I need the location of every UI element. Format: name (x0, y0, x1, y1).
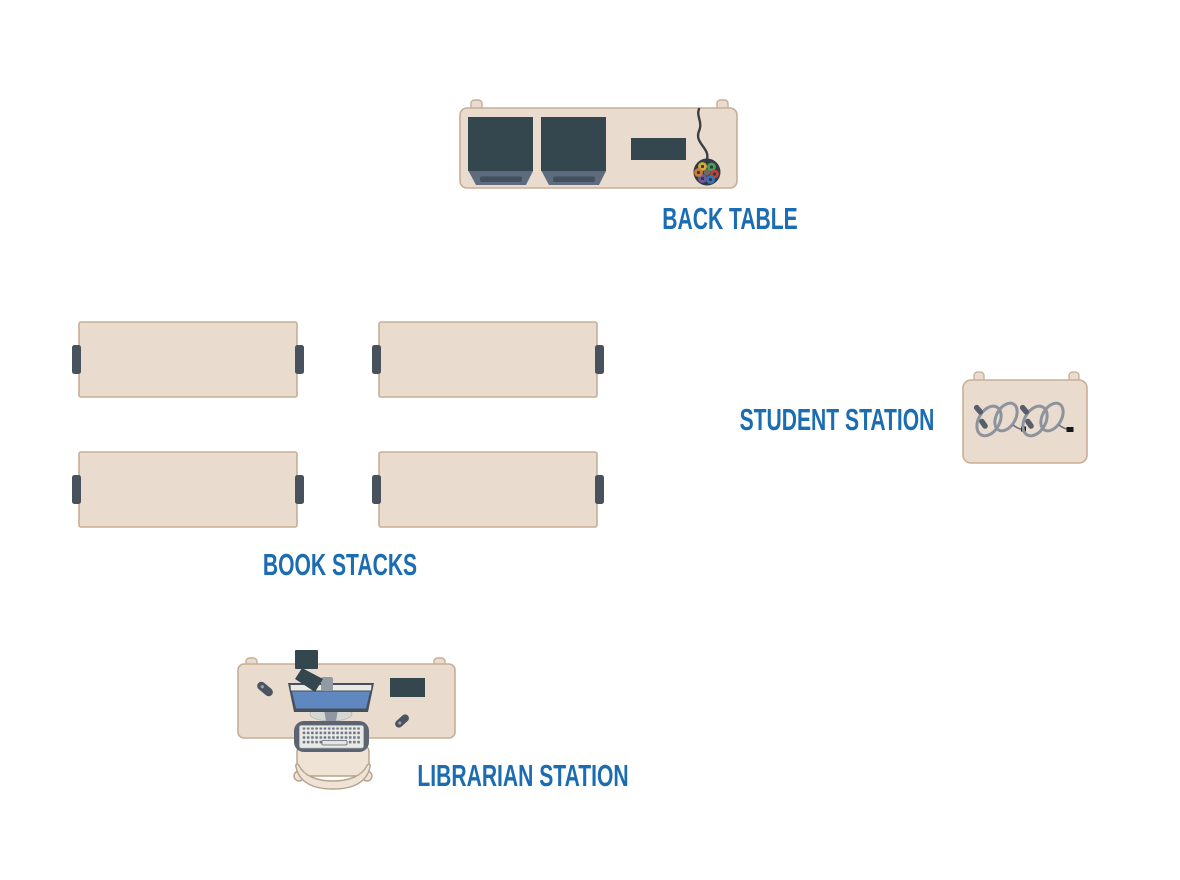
back-table-graphic (459, 99, 738, 189)
area-label-librarian-station: LIBRARIAN STATION (417, 758, 629, 793)
scanner-cradle-icon (321, 677, 333, 691)
headphones-coil-icon (1019, 401, 1074, 438)
book-stack-shelf (372, 451, 604, 528)
shelf-end-tab (72, 345, 81, 374)
shelf-end-tab (372, 345, 381, 374)
keyboard-icon (294, 721, 369, 752)
shelf-top (78, 451, 298, 528)
book-stack-shelf (372, 321, 604, 398)
shelf-end-tab (595, 345, 604, 374)
pen-icon (395, 714, 409, 728)
student-station-graphic (962, 371, 1088, 464)
trackball-mouse-icon (693, 158, 721, 186)
shelf-end-tab (295, 345, 304, 374)
notepad-icon (390, 678, 425, 697)
barcode-scanner-icon (295, 650, 323, 692)
cable-icon (696, 107, 709, 161)
stapler-icon (257, 681, 273, 697)
shelf-end-tab (595, 475, 604, 504)
shelf-top (78, 321, 298, 398)
audio-plug-icon (1066, 427, 1074, 432)
area-label-student-station: STUDENT STATION (739, 402, 935, 437)
spacebar-key (321, 740, 348, 746)
book-stack-shelf (72, 451, 304, 528)
shelf-top (378, 451, 598, 528)
monitor-icon (468, 117, 533, 185)
tablet-icon (631, 138, 686, 160)
area-label-back-table: BACK TABLE (662, 201, 798, 236)
shelf-end-tab (372, 475, 381, 504)
monitor-icon (541, 117, 606, 185)
monitor-neck (324, 710, 338, 721)
area-label-book-stacks: BOOK STACKS (262, 547, 418, 582)
book-stack-shelf (72, 321, 304, 398)
shelf-end-tab (295, 475, 304, 504)
shelf-end-tab (72, 475, 81, 504)
librarian-station-graphic (237, 650, 456, 790)
shelf-top (378, 321, 598, 398)
